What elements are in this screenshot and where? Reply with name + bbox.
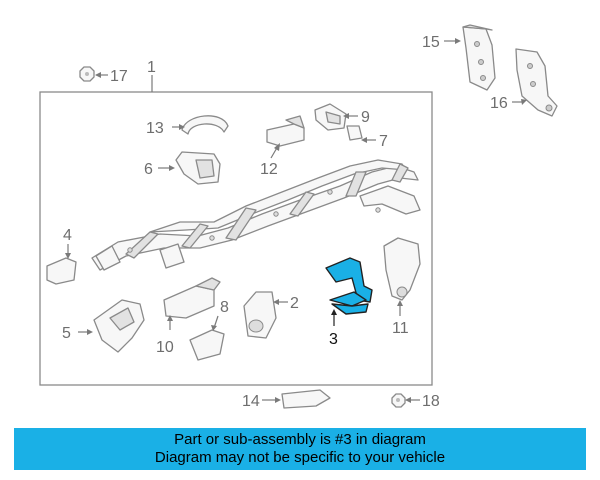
assembly-frame-box xyxy=(39,91,433,386)
callout-16[interactable]: 16 xyxy=(490,95,508,112)
callout-18[interactable]: 18 xyxy=(422,393,440,410)
callout-1[interactable]: 1 xyxy=(147,59,156,76)
callout-5[interactable]: 5 xyxy=(62,325,71,342)
part-15-bracket[interactable] xyxy=(462,24,496,91)
part-6-bracket[interactable] xyxy=(175,151,221,185)
callout-4[interactable]: 4 xyxy=(63,227,72,244)
part-18-nut[interactable] xyxy=(391,393,406,408)
callout-7[interactable]: 7 xyxy=(379,133,388,150)
callout-3[interactable]: 3 xyxy=(329,331,338,348)
callout-17[interactable]: 17 xyxy=(110,68,128,85)
part-3-bracket-highlighted[interactable] xyxy=(325,257,373,315)
part-13-strap[interactable] xyxy=(181,115,229,135)
banner-line-2: Diagram may not be specific to your vehi… xyxy=(154,449,446,466)
callout-2[interactable]: 2 xyxy=(290,295,299,312)
part-12-bracket[interactable] xyxy=(266,115,305,147)
frame-assembly[interactable] xyxy=(91,159,421,271)
callout-8[interactable]: 8 xyxy=(220,299,229,316)
part-10-bracket[interactable] xyxy=(163,277,221,319)
part-7-clip[interactable] xyxy=(346,125,363,141)
callout-14[interactable]: 14 xyxy=(242,393,260,410)
part-11-hanger[interactable] xyxy=(383,237,421,301)
callout-13[interactable]: 13 xyxy=(146,120,164,137)
callout-11[interactable]: 11 xyxy=(392,320,409,337)
banner-line-1: Part or sub-assembly is #3 in diagram xyxy=(174,431,426,448)
part-8-bracket[interactable] xyxy=(189,329,225,361)
part-5-bracket[interactable] xyxy=(93,299,145,353)
callout-10[interactable]: 10 xyxy=(156,339,174,356)
part-16-bracket[interactable] xyxy=(515,48,558,117)
part-2-mount[interactable] xyxy=(243,291,277,339)
part-17-nut[interactable] xyxy=(79,66,95,82)
callout-15[interactable]: 15 xyxy=(422,34,440,51)
part-14-bracket[interactable] xyxy=(281,389,331,409)
callout-12[interactable]: 12 xyxy=(260,161,278,178)
part-9-bracket[interactable] xyxy=(314,103,347,131)
part-4-bracket[interactable] xyxy=(46,257,77,285)
info-banner: Part or sub-assembly is #3 in diagram Di… xyxy=(14,428,586,470)
callout-6[interactable]: 6 xyxy=(144,161,153,178)
callout-9[interactable]: 9 xyxy=(361,109,370,126)
